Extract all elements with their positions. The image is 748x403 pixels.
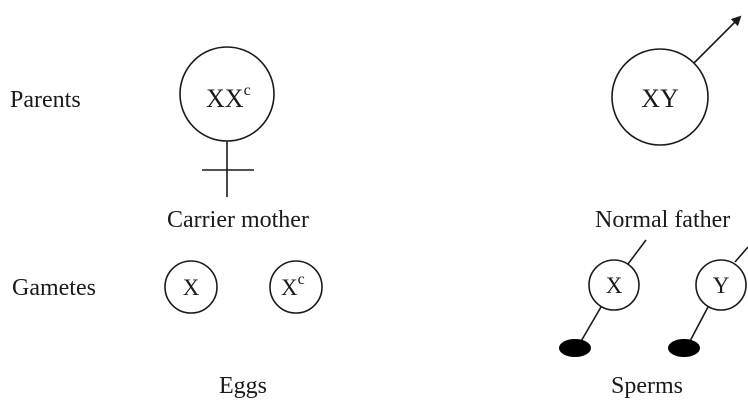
egg-circle <box>164 260 218 314</box>
father-caption: Normal father <box>595 207 730 233</box>
egg-x: X <box>164 260 218 314</box>
mother-genotype: XXc <box>206 82 251 113</box>
female-symbol <box>179 46 275 197</box>
sperm-tail <box>734 246 748 263</box>
egg-circle <box>269 260 323 314</box>
egg-label: Xc <box>281 271 305 300</box>
mother-genotype-main: XX <box>206 84 244 113</box>
male-symbol-arrow <box>693 15 742 64</box>
father-genotype: XY <box>641 84 679 113</box>
sperm-head <box>559 339 591 357</box>
sperm-tail <box>627 239 647 265</box>
parents-row-label: Parents <box>10 87 81 113</box>
male-symbol <box>611 15 742 146</box>
father-circle <box>611 48 709 146</box>
egg-label-main: X <box>281 275 298 300</box>
mother-genotype-sup: c <box>244 82 251 99</box>
egg-label: X <box>183 275 200 300</box>
sperm-x: X <box>559 239 647 357</box>
sperm-neck <box>579 306 602 344</box>
sperm-y: Y <box>668 246 748 357</box>
mother-caption: Carrier mother <box>167 207 309 233</box>
sperm-circle <box>588 259 640 311</box>
sperms-caption: Sperms <box>611 373 683 399</box>
sperm-neck <box>688 306 709 344</box>
sperm-label: X <box>606 273 623 298</box>
egg-label-sup: c <box>298 271 305 288</box>
sperm-label: Y <box>713 273 730 298</box>
eggs-caption: Eggs <box>219 373 267 399</box>
egg-xc: Xc <box>269 260 323 314</box>
sperm-circle <box>695 259 747 311</box>
sperm-head <box>668 339 700 357</box>
gametes-row-label: Gametes <box>12 275 96 301</box>
